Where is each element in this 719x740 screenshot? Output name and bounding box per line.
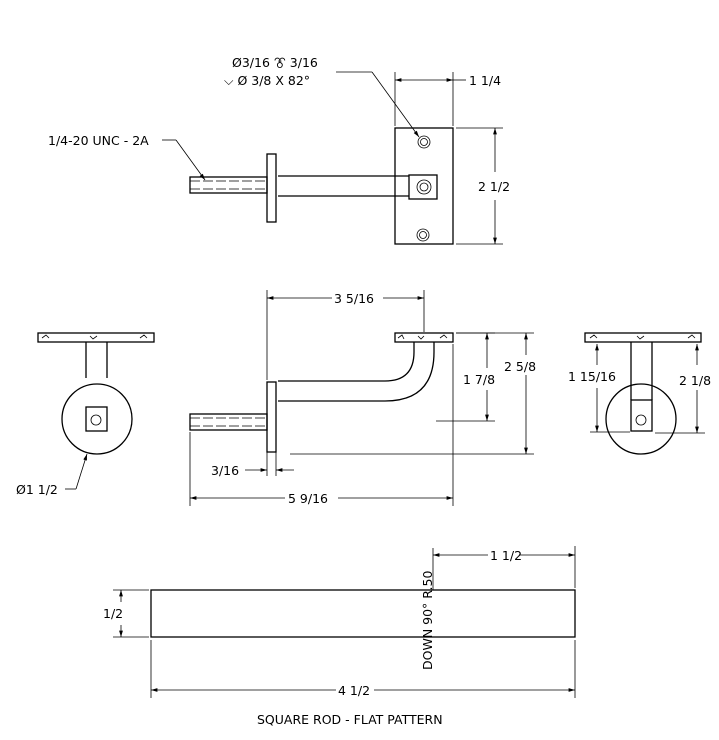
screw-hole-bottom <box>416 228 430 242</box>
right-wall-disc <box>605 383 677 455</box>
flat-pattern-view: 1/2 DOWN 90° R.50 1 1/2 4 1/2 SQUARE ROD… <box>103 546 576 727</box>
right-plate <box>584 332 702 343</box>
bent-rod-outer <box>278 342 435 402</box>
horizontal-reach-label: 3 5/16 <box>334 291 374 306</box>
rod-size-label: 1/2 <box>103 606 123 621</box>
overall-length-label: 5 9/16 <box>288 491 328 506</box>
flat-bar <box>150 589 576 638</box>
overall-height-label: 2 5/8 <box>504 359 536 374</box>
right-side-view: 1 15/16 2 1/8 <box>568 332 711 455</box>
left-wall-disc <box>61 383 133 455</box>
hole-callout-line-2: ⌵ Ø 3/8 X 82° <box>224 73 310 88</box>
bend-length-label: 1 1/2 <box>490 548 522 563</box>
side-height-right-label: 2 1/8 <box>679 373 711 388</box>
right-rod-end <box>630 399 653 432</box>
front-plate <box>394 332 454 343</box>
plate-height-label: 2 1/2 <box>478 179 510 194</box>
mounting-plate <box>394 127 454 245</box>
front-threaded-stud <box>189 413 268 431</box>
rod-section <box>408 174 438 200</box>
bend-note: DOWN 90° R.50 <box>420 571 435 670</box>
screw-hole-top <box>417 135 431 149</box>
flat-pattern-caption: SQUARE ROD - FLAT PATTERN <box>257 712 443 727</box>
top-view: 1 1/4 2 1/2 Ø3/16 ⯔ 3/16 ⌵ Ø 3/8 X 82° 1… <box>48 55 510 245</box>
side-height-left-label: 1 15/16 <box>568 369 616 384</box>
hole-callout-line-1: Ø3/16 ⯔ 3/16 <box>232 55 318 70</box>
left-plate <box>37 332 155 343</box>
flange-thickness-label: 3/16 <box>211 463 239 478</box>
front-view: 3 5/16 1 7/8 2 5/8 3/16 5 9/16 <box>189 290 536 506</box>
bent-rod-inner <box>278 342 415 382</box>
threaded-stud <box>189 176 268 194</box>
front-flange <box>266 381 277 453</box>
thread-callout: 1/4-20 UNC - 2A <box>48 133 149 148</box>
plate-width-label: 1 1/4 <box>469 73 501 88</box>
wall-plate-diameter-label: Ø1 1/2 <box>16 482 58 497</box>
left-rod-end <box>85 406 108 432</box>
left-side-view: Ø1 1/2 <box>16 332 155 497</box>
flange <box>266 153 277 223</box>
bend-height-label: 1 7/8 <box>463 372 495 387</box>
flat-length-label: 4 1/2 <box>338 683 370 698</box>
